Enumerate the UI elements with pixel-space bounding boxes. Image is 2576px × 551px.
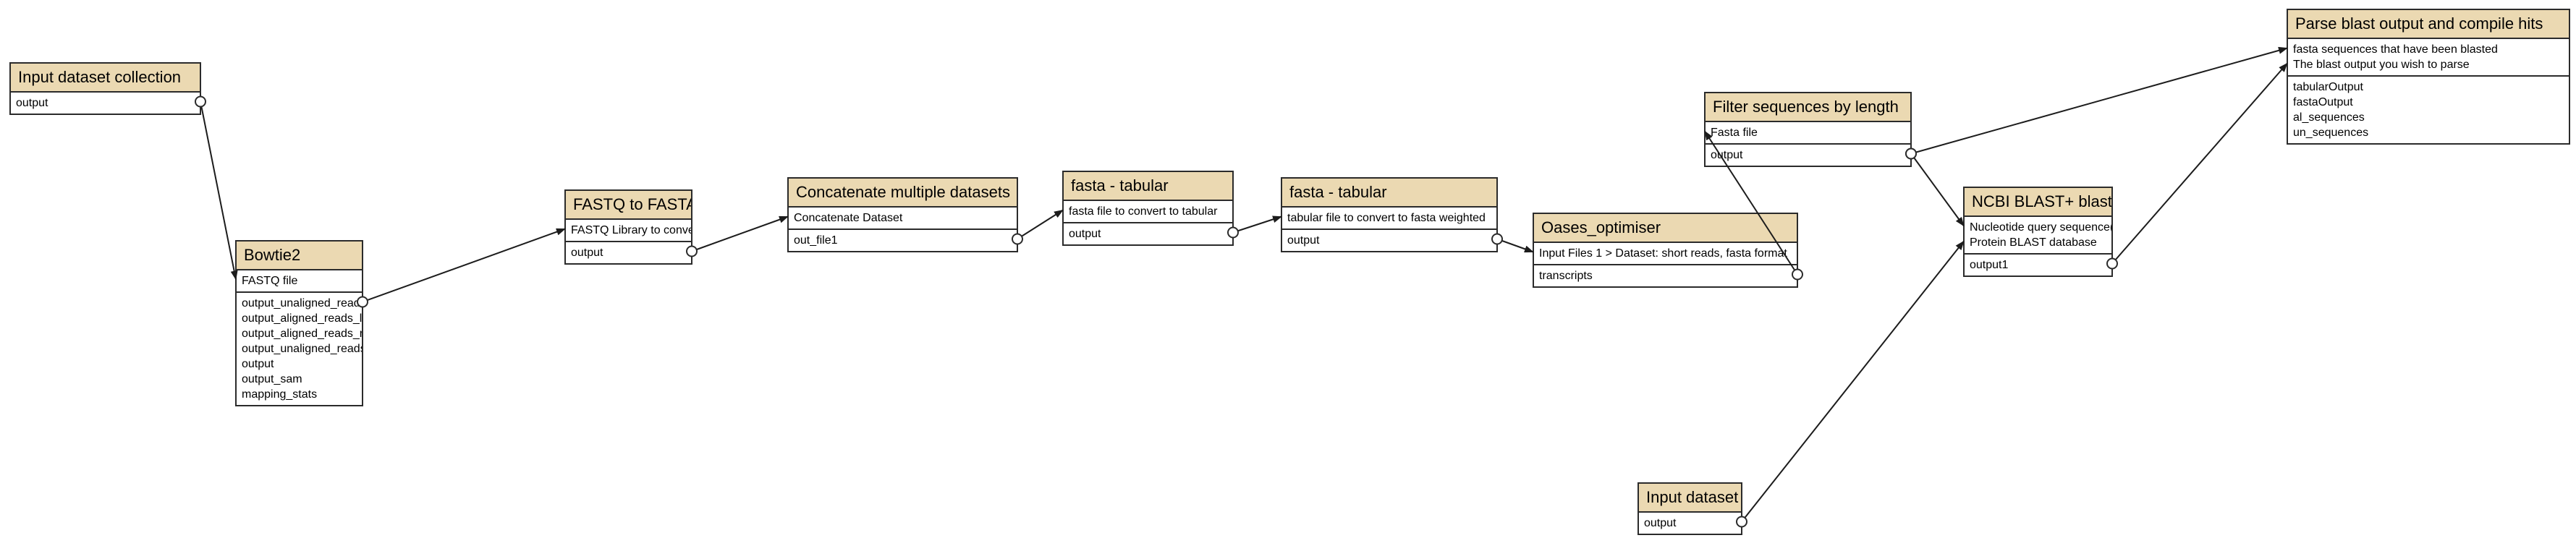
- node-inputs-section: FASTQ file: [237, 270, 362, 291]
- node-outputs-section: out_file1: [789, 228, 1017, 251]
- node-inputs-section: Input Files 1 > Dataset: short reads, fa…: [1534, 243, 1797, 264]
- node-outputs-section: output: [1282, 228, 1496, 251]
- node-inputs-section: Concatenate Dataset: [789, 208, 1017, 228]
- output-port-row[interactable]: output_aligned_reads_r: [242, 328, 362, 340]
- node-oases-optimiser[interactable]: Oases_optimiser Input Files 1 > Dataset:…: [1533, 213, 1798, 288]
- node-ncbi-blast-blastx[interactable]: NCBI BLAST+ blastx Nucleotide query sequ…: [1963, 187, 2113, 277]
- workflow-edge: [2111, 62, 2288, 265]
- workflow-edge: [362, 228, 566, 303]
- node-title[interactable]: Concatenate multiple datasets: [789, 179, 1017, 208]
- node-outputs-section: transcripts: [1534, 264, 1797, 286]
- output-port-row[interactable]: tabularOutput: [2293, 81, 2363, 93]
- node-fasta-tabular-2[interactable]: fasta - tabular tabular file to convert …: [1281, 177, 1498, 252]
- node-title[interactable]: Filter sequences by length: [1706, 93, 1910, 122]
- node-outputs-section: output: [566, 241, 691, 263]
- output-port-row[interactable]: output: [1644, 517, 1677, 529]
- output-port-row[interactable]: output: [16, 97, 48, 109]
- output-port-row[interactable]: transcripts: [1539, 270, 1593, 282]
- node-input-dataset[interactable]: Input dataset output: [1637, 482, 1742, 535]
- output-port-row[interactable]: output: [1711, 149, 1743, 161]
- input-port-row[interactable]: tabular file to convert to fasta weighte…: [1287, 212, 1486, 224]
- input-port-row[interactable]: fasta sequences that have been blasted: [2293, 43, 2498, 56]
- input-port-row[interactable]: The blast output you wish to parse: [2293, 59, 2470, 71]
- node-outputs-section: output: [11, 93, 200, 114]
- node-input-dataset-collection[interactable]: Input dataset collection output: [9, 62, 201, 115]
- node-outputs-section: output1: [1965, 253, 2111, 276]
- output-port-row[interactable]: output: [1069, 228, 1101, 240]
- node-inputs-section: fasta sequences that have been blasted T…: [2288, 39, 2569, 75]
- node-title[interactable]: Input dataset: [1639, 484, 1741, 513]
- node-concatenate-multiple-datasets[interactable]: Concatenate multiple datasets Concatenat…: [787, 177, 1018, 252]
- node-outputs-section: tabularOutput fastaOutput al_sequences u…: [2288, 75, 2569, 143]
- input-port-row[interactable]: fasta file to convert to tabular: [1069, 205, 1218, 218]
- node-title[interactable]: fasta - tabular: [1282, 179, 1496, 208]
- output-port-row[interactable]: al_sequences: [2293, 111, 2365, 124]
- node-title[interactable]: NCBI BLAST+ blastx: [1965, 188, 2111, 217]
- node-fastq-to-fasta[interactable]: FASTQ to FASTA FASTQ Library to convert …: [564, 189, 692, 265]
- output-port-row[interactable]: output_unaligned_reads_r: [242, 343, 362, 355]
- output-port-row[interactable]: output: [242, 358, 274, 370]
- node-bowtie2[interactable]: Bowtie2 FASTQ file output_unaligned_read…: [235, 240, 363, 406]
- input-port-row[interactable]: Input Files 1 > Dataset: short reads, fa…: [1539, 247, 1787, 260]
- workflow-edge: [1910, 46, 2288, 155]
- output-port-row[interactable]: mapping_stats: [242, 388, 318, 401]
- node-title[interactable]: fasta - tabular: [1064, 172, 1232, 201]
- workflow-edge: [1232, 215, 1282, 234]
- node-parse-blast-output[interactable]: Parse blast output and compile hits fast…: [2287, 9, 2570, 145]
- workflow-edge: [691, 215, 789, 252]
- node-inputs-section: tabular file to convert to fasta weighte…: [1282, 208, 1496, 228]
- input-port-row[interactable]: Nucleotide query sequence(s): [1970, 221, 2111, 234]
- node-inputs-section: Fasta file: [1706, 122, 1910, 143]
- node-title[interactable]: Oases_optimiser: [1534, 214, 1797, 243]
- workflow-edge: [200, 101, 238, 281]
- input-port-row[interactable]: Fasta file: [1711, 127, 1758, 139]
- input-port-row[interactable]: Protein BLAST database: [1970, 236, 2097, 249]
- node-outputs-section: output: [1064, 222, 1232, 244]
- output-port-row[interactable]: un_sequences: [2293, 127, 2369, 139]
- output-port-row[interactable]: output: [1287, 234, 1320, 247]
- output-port-row[interactable]: output_aligned_reads_l: [242, 312, 362, 325]
- node-inputs-section: Nucleotide query sequence(s) Protein BLA…: [1965, 217, 2111, 253]
- workflow-edge: [1017, 209, 1064, 240]
- node-filter-sequences-by-length[interactable]: Filter sequences by length Fasta file ou…: [1704, 92, 1912, 167]
- node-outputs-section: output: [1706, 143, 1910, 166]
- node-title[interactable]: FASTQ to FASTA: [566, 191, 691, 220]
- node-title[interactable]: Bowtie2: [237, 242, 362, 270]
- node-inputs-section: FASTQ Library to convert: [566, 220, 691, 241]
- node-outputs-section: output_unaligned_reads_l output_aligned_…: [237, 291, 362, 405]
- output-port-row[interactable]: output: [571, 247, 603, 259]
- output-port-row[interactable]: out_file1: [794, 234, 838, 247]
- output-port-row[interactable]: output1: [1970, 259, 2009, 271]
- node-title[interactable]: Input dataset collection: [11, 64, 200, 93]
- output-port-row[interactable]: output_sam: [242, 373, 302, 385]
- input-port-row[interactable]: FASTQ Library to convert: [571, 224, 691, 236]
- output-port-row[interactable]: fastaOutput: [2293, 96, 2353, 108]
- node-title[interactable]: Parse blast output and compile hits: [2288, 10, 2569, 39]
- workflow-edge: [1496, 238, 1534, 253]
- workflow-edge: [1910, 153, 1965, 227]
- node-fasta-tabular-1[interactable]: fasta - tabular fasta file to convert to…: [1062, 171, 1234, 246]
- input-port-row[interactable]: Concatenate Dataset: [794, 212, 903, 224]
- node-outputs-section: output: [1639, 513, 1741, 534]
- node-inputs-section: fasta file to convert to tabular: [1064, 201, 1232, 222]
- output-port-row[interactable]: output_unaligned_reads_l: [242, 297, 362, 309]
- input-port-row[interactable]: FASTQ file: [242, 275, 298, 287]
